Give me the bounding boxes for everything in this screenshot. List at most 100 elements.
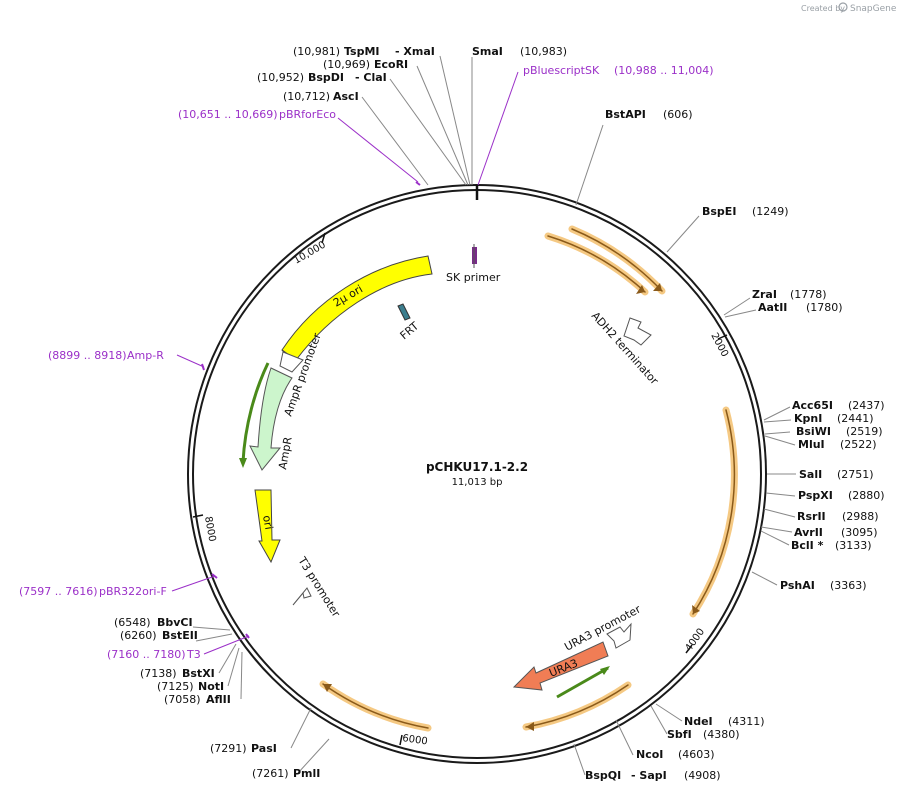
site-kpni-pos: (2441) — [837, 412, 874, 425]
plasmid-length: 11,013 bp — [452, 477, 503, 488]
site-rsrii: RsrII (2988) — [797, 510, 879, 523]
ampr-arrow — [249, 367, 293, 471]
site-bsteii-name: PmlI — [293, 767, 320, 780]
site-bbvci-name: PasI — [251, 742, 277, 755]
primer-ampr: (8899 .. 8918) Amp-R — [48, 349, 164, 362]
site-ncoi-pos: (4603) — [678, 748, 715, 761]
site-rsrii-name: RsrII — [797, 510, 826, 523]
ruler-tick-8000 — [192, 514, 204, 518]
primer-ampr-pos: (8899 .. 8918) — [48, 349, 127, 362]
site-tspmi: (10,981) TspMI - XmaI — [293, 45, 435, 58]
t3-promoter-arrow — [292, 587, 312, 606]
site-aflii-pos: (7058) — [164, 693, 201, 706]
site-ncoi-name: NcoI — [636, 748, 663, 761]
site-bcli: BclI * (3133) — [791, 539, 872, 552]
site-bspqi-pos: (4908) — [684, 769, 721, 782]
ruler-label-4000: 4000 — [683, 627, 707, 654]
site-asci-name: AscI — [333, 90, 359, 103]
site-xmai-name: - XmaI — [395, 45, 435, 58]
site-sali: SalI (2751) — [799, 468, 874, 481]
primer-pbr322ori-pos: (7597 .. 7616) — [19, 585, 98, 598]
site-pasi: (6548) BbvCI — [114, 616, 193, 629]
t3-promoter-label: T3 promoter — [295, 554, 343, 620]
site-rsrii-pos: (2988) — [842, 510, 879, 523]
site-pmli: (6260) BstEII — [120, 629, 198, 642]
site-acc65i-name: Acc65I — [792, 399, 833, 412]
site-bspqi: BspQI - SapI (4908) — [585, 769, 721, 782]
site-pmli-name: BstEII — [162, 629, 198, 642]
site-acc65i-pos: (2437) — [848, 399, 885, 412]
site-noti-name: NotI — [198, 680, 224, 693]
orf-arcs — [319, 225, 738, 732]
site-smai-pos: (10,983) — [520, 45, 567, 58]
primer-t3-pos: (7160 .. 7180) — [107, 648, 186, 661]
site-kpni: KpnI (2441) — [794, 412, 874, 425]
site-zrai-name: ZraI — [752, 288, 777, 301]
primer-pbluescriptsk-pos: (10,988 .. 11,004) — [614, 64, 714, 77]
site-bstapi-pos: (606) — [663, 108, 693, 121]
credit-text: Created by — [801, 4, 845, 13]
site-ecori-name: EcoRI — [374, 58, 408, 71]
site-pasi-pos: (6548) — [114, 616, 151, 629]
primer-ampr-name: Amp-R — [127, 349, 164, 362]
site-noti: (7125) NotI — [157, 680, 224, 693]
site-mlui: MluI (2522) — [798, 438, 877, 451]
site-tspmi-name: TspMI — [344, 45, 380, 58]
sk-primer-label: SK primer — [446, 271, 501, 284]
primer-pbluescriptsk: pBluescriptSK (10,988 .. 11,004) — [523, 64, 714, 77]
site-bcli-name: BclI * — [791, 539, 824, 552]
site-bspdi-name: BspDI — [308, 71, 344, 84]
site-ndei-name: NdeI — [684, 715, 713, 728]
orf-arc-1 — [544, 232, 649, 296]
adh2-terminator-label: ADH2 terminator — [589, 309, 661, 387]
site-bspei-pos: (1249) — [752, 205, 789, 218]
site-bspdi: (10,952) BspDI - ClaI — [257, 71, 387, 84]
ura3-promoter-arrow — [606, 622, 632, 649]
site-pshai-name: PshAI — [780, 579, 815, 592]
ori-label: ori — [260, 514, 275, 530]
site-bstxi-pos: (7138) — [140, 667, 177, 680]
site-acc65i: Acc65I (2437) — [792, 399, 885, 412]
site-pmli-pos: (6260) — [120, 629, 157, 642]
primer-t3-name: T3 — [186, 648, 201, 661]
ampr-promoter-arrow — [279, 351, 304, 373]
site-ncoi: NcoI (4603) — [636, 748, 715, 761]
site-pasi-name: BbvCI — [157, 616, 193, 629]
site-pshai: PshAI (3363) — [780, 579, 867, 592]
site-sali-name: SalI — [799, 468, 822, 481]
site-aatii: AatII (1780) — [758, 301, 843, 314]
primer-pbr322ori: (7597 .. 7616) pBR322ori-F — [19, 585, 167, 598]
site-zrai-pos: (1778) — [790, 288, 827, 301]
site-sbfi-name: SbfI — [667, 728, 692, 741]
site-bstapi-name: BstAPI — [605, 108, 646, 121]
ampr-green-arrow — [241, 362, 270, 463]
site-asci: (10,712) AscI — [283, 90, 359, 103]
snapgene-logo-icon — [838, 2, 848, 12]
site-ndei-pos: (4311) — [728, 715, 765, 728]
site-sbfi-pos: (4380) — [703, 728, 740, 741]
site-bstapi: BstAPI (606) — [605, 108, 693, 121]
site-bcli-pos: (3133) — [835, 539, 872, 552]
site-ecori-pos: (10,969) — [323, 58, 370, 71]
ruler-tick-4000 — [685, 644, 693, 654]
orf-arc-3 — [689, 406, 738, 618]
site-avrii-pos: (3095) — [841, 526, 878, 539]
right-leader-lines — [573, 124, 796, 776]
site-mlui-name: MluI — [798, 438, 825, 451]
frt-marker — [397, 303, 411, 321]
site-bbvci-pos: (7291) — [210, 742, 247, 755]
site-ndei: NdeI (4311) — [684, 715, 765, 728]
adh2-terminator-arrow — [623, 317, 652, 346]
ura3-green-arrow — [556, 666, 609, 699]
site-sali-pos: (2751) — [837, 468, 874, 481]
site-bbvci: (7291) PasI — [210, 742, 277, 755]
site-zrai: ZraI (1778) — [752, 288, 827, 301]
site-aatii-pos: (1780) — [806, 301, 843, 314]
site-aatii-name: AatII — [758, 301, 787, 314]
top-leader-lines — [337, 55, 519, 186]
ura3-arrow — [512, 641, 609, 691]
site-sapi-name: - SapI — [631, 769, 667, 782]
site-ecori: (10,969) EcoRI — [323, 58, 408, 71]
site-sbfi: SbfI (4380) — [667, 728, 740, 741]
